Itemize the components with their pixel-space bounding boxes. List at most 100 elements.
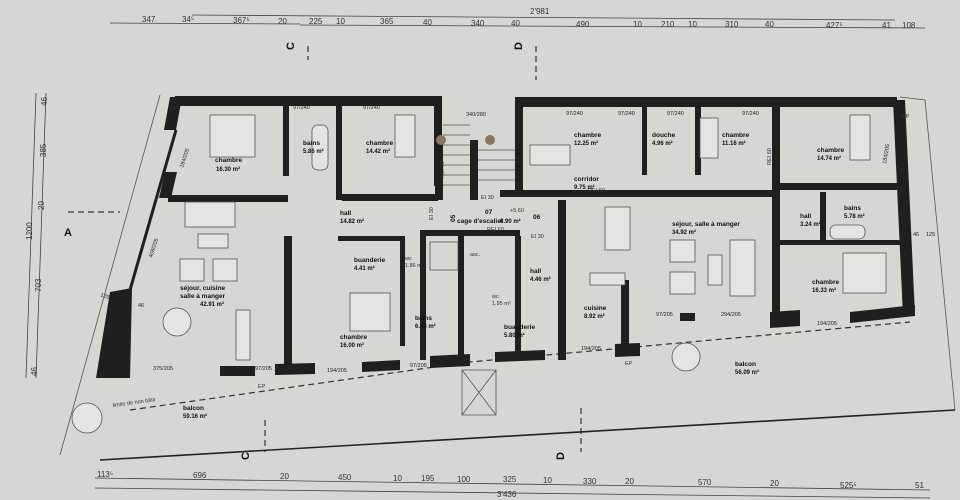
stair — [429, 124, 515, 416]
room-name: chambre — [817, 147, 844, 154]
room-name: chambre — [366, 140, 393, 147]
dim-left: 46 — [30, 367, 39, 376]
window-label: 340/280 — [466, 112, 486, 118]
room-name: wc — [404, 256, 412, 262]
room-area: 5.80 m² — [504, 332, 525, 339]
dim-bottom: 20 — [625, 477, 634, 486]
rei-label: REI 60 — [487, 227, 504, 233]
window-label: 97/205 — [899, 198, 908, 216]
room-area: 14.42 m² — [366, 148, 390, 155]
window-label: 97/240 — [618, 111, 635, 117]
single-bed — [699, 117, 719, 159]
dim-offset: 46 — [913, 232, 919, 238]
section-markers: C D A C D — [64, 42, 582, 460]
dim-bottom-total: 3'436 — [497, 490, 517, 499]
dim-bottom: 696 — [193, 471, 207, 480]
room-name: asc. — [470, 252, 481, 258]
dim-top: 490 — [576, 20, 590, 29]
column-marker — [485, 135, 495, 145]
dim-top: 427⁵ — [826, 21, 843, 30]
window-label: 97/205 — [255, 366, 272, 372]
room-area: 34.92 m² — [672, 229, 696, 236]
ei-label: EI 30 — [429, 207, 435, 220]
window-label: 97/240 — [363, 105, 380, 111]
dim-bottom: 51 — [915, 481, 924, 490]
room-area: 42.91 m² — [200, 301, 224, 308]
room-area: 5.86 m² — [303, 148, 324, 155]
room-area: 56.09 m² — [735, 369, 759, 376]
window-label: 194/205 — [581, 346, 601, 352]
dim-bottom: 525⁵ — [840, 481, 857, 490]
single-bed — [529, 144, 571, 166]
window-label: 97/240 — [667, 111, 684, 117]
section-c-top: C — [285, 42, 297, 50]
room-area: 8.92 m² — [584, 313, 605, 320]
single-bed — [394, 114, 416, 158]
dim-top: 225 — [309, 17, 323, 26]
dim-bottom: 570 — [698, 478, 712, 487]
dim-left: 703 — [34, 278, 43, 292]
room-name: balcon — [183, 405, 204, 412]
dim-bottom: 10 — [543, 476, 552, 485]
window-label: 97/205 — [498, 353, 515, 359]
dim-left: 46 — [40, 97, 49, 106]
armchair — [669, 239, 696, 263]
room-labels: chambre 16.30 m² bains 5.86 m² chambre 1… — [180, 132, 865, 420]
dim-left-total: 1200 — [25, 222, 34, 240]
room-area: 16.30 m² — [216, 166, 240, 173]
room-name: cuisine — [584, 305, 607, 312]
room-name: chambre — [574, 132, 601, 139]
room-area: 6.90 m² — [500, 218, 521, 225]
window-label: 408/205 — [148, 238, 160, 259]
dim-top-total: 2'981 — [530, 7, 550, 16]
dim-offset: 46 — [138, 303, 144, 309]
elevator-shaft — [429, 241, 459, 271]
room-area: 16.33 m² — [812, 287, 836, 294]
room-area: 12.25 m² — [574, 140, 598, 147]
window-labels: 97/240 97/240 97/240 97/240 97/240 97/24… — [148, 105, 908, 374]
room-name: salle à manger — [180, 293, 226, 300]
room-name: balcon — [735, 361, 756, 368]
section-d-top: D — [513, 42, 525, 50]
dim-top: 40 — [423, 18, 432, 27]
kitchen-island — [235, 309, 251, 361]
dim-left: 20 — [37, 201, 46, 210]
dining-table — [604, 206, 631, 251]
window-label: 194/205 — [817, 321, 837, 327]
dim-top: 365 — [380, 17, 394, 26]
ei-label: EI 30 — [481, 195, 494, 201]
dim-top: 41 — [882, 21, 891, 30]
dim-left: 385 — [39, 143, 48, 157]
room-area: 16.00 m² — [340, 342, 364, 349]
dim-top: 10 — [336, 17, 345, 26]
stair-number: 06 — [533, 214, 541, 221]
room-area: 4.41 m² — [354, 265, 375, 272]
window-label: 97/240 — [293, 105, 310, 111]
dim-top: 20 — [278, 17, 287, 26]
dim-bottom: 100 — [457, 475, 471, 484]
level-label: +5.60 — [510, 208, 524, 214]
ep-label: EP — [170, 106, 178, 112]
room-name: séjour, salle à manger — [672, 221, 740, 228]
dim-top: 10 — [688, 20, 697, 29]
window-label: 294/205 — [721, 312, 741, 318]
rei-label: REI 60 — [767, 148, 773, 165]
section-a: A — [64, 227, 72, 239]
room-name: chambre — [812, 279, 839, 286]
room-area: 6.43 m² — [415, 323, 436, 330]
window-label: 97/205 — [656, 312, 673, 318]
armchair — [179, 258, 205, 282]
furniture — [71, 114, 887, 434]
room-name: wc — [491, 294, 499, 300]
dining-table — [162, 307, 192, 337]
window-label: 97/240 — [742, 111, 759, 117]
ei-label: EI 30 — [531, 234, 544, 240]
side-dimensions: 125 46 46 125 — [99, 232, 935, 309]
room-name: chambre — [340, 334, 367, 341]
dim-top: 10 — [633, 20, 642, 29]
room-area: 4.46 m² — [530, 276, 551, 283]
dim-bottom: 195 — [421, 474, 435, 483]
window-label: 194/205 — [327, 368, 347, 374]
dim-top: 40 — [511, 19, 520, 28]
dim-bottom: 10 — [393, 474, 402, 483]
